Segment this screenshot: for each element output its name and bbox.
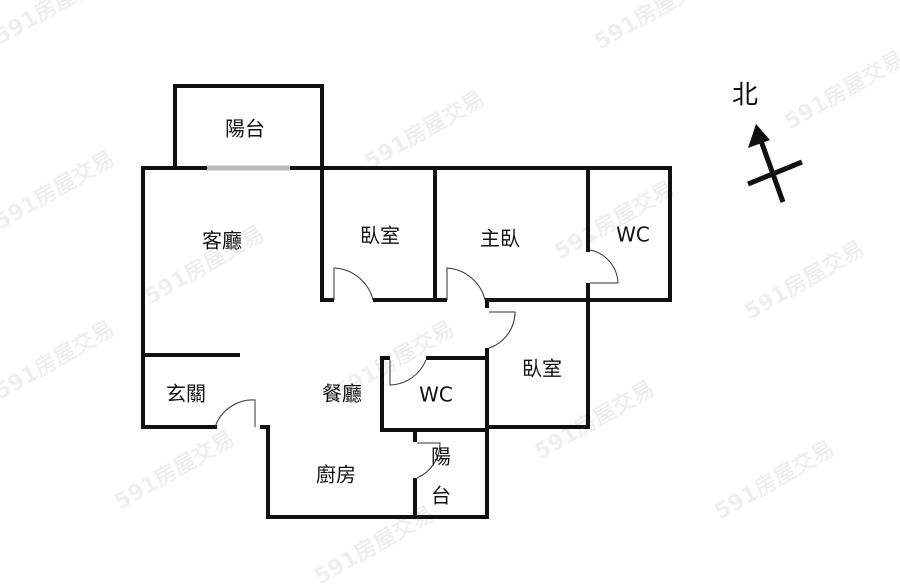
walls	[141, 84, 672, 519]
room-wc-2: WC	[419, 383, 453, 407]
doors	[214, 249, 619, 479]
svg-text:591房屋交易: 591房屋交易	[780, 46, 900, 135]
entrance-door[interactable]	[214, 399, 256, 428]
wc-2-door[interactable]	[389, 359, 427, 386]
svg-text:591房屋交易: 591房屋交易	[0, 0, 119, 50]
balcony-door[interactable]	[416, 442, 441, 479]
svg-text:591房屋交易: 591房屋交易	[0, 146, 119, 235]
room-entrance: 玄關	[166, 382, 206, 406]
svg-text:591房屋交易: 591房屋交易	[710, 436, 839, 525]
north-arrow-icon	[757, 137, 786, 203]
room-labels: 陽台 客廳 臥室 主臥 WC 玄關 餐廳 WC 臥室 廚房 陽 台	[166, 117, 650, 508]
room-living-room: 客廳	[202, 229, 242, 253]
svg-text:591房屋交易: 591房屋交易	[530, 376, 659, 465]
room-master-bedroom: 主臥	[480, 227, 520, 251]
room-dining-room: 餐廳	[322, 382, 362, 406]
svg-text:591房屋交易: 591房屋交易	[360, 86, 489, 175]
svg-text:591房屋交易: 591房屋交易	[110, 426, 239, 515]
north-compass: 北	[732, 81, 803, 203]
room-bedroom-2: 臥室	[522, 357, 562, 381]
master-wc-door[interactable]	[589, 249, 619, 284]
svg-text:591房屋交易: 591房屋交易	[310, 501, 439, 586]
svg-text:591房屋交易: 591房屋交易	[0, 316, 119, 405]
room-balcony-small-top: 陽	[431, 445, 451, 469]
svg-text:591房屋交易: 591房屋交易	[550, 176, 679, 265]
bedroom-1-door[interactable]	[333, 267, 374, 301]
bedroom-2-door[interactable]	[488, 311, 516, 349]
north-arrowhead-icon	[748, 124, 770, 148]
room-balcony-top: 陽台	[225, 117, 265, 141]
svg-text:591房屋交易: 591房屋交易	[740, 236, 869, 325]
north-label: 北	[732, 81, 758, 111]
room-bedroom-1: 臥室	[360, 224, 400, 248]
room-kitchen: 廚房	[316, 463, 356, 487]
master-bedroom-door[interactable]	[446, 267, 486, 301]
room-balcony-small-bottom: 台	[431, 484, 451, 508]
svg-text:591房屋交易: 591房屋交易	[590, 0, 719, 55]
compass-crossbar	[747, 159, 803, 187]
room-wc-master: WC	[616, 223, 650, 247]
